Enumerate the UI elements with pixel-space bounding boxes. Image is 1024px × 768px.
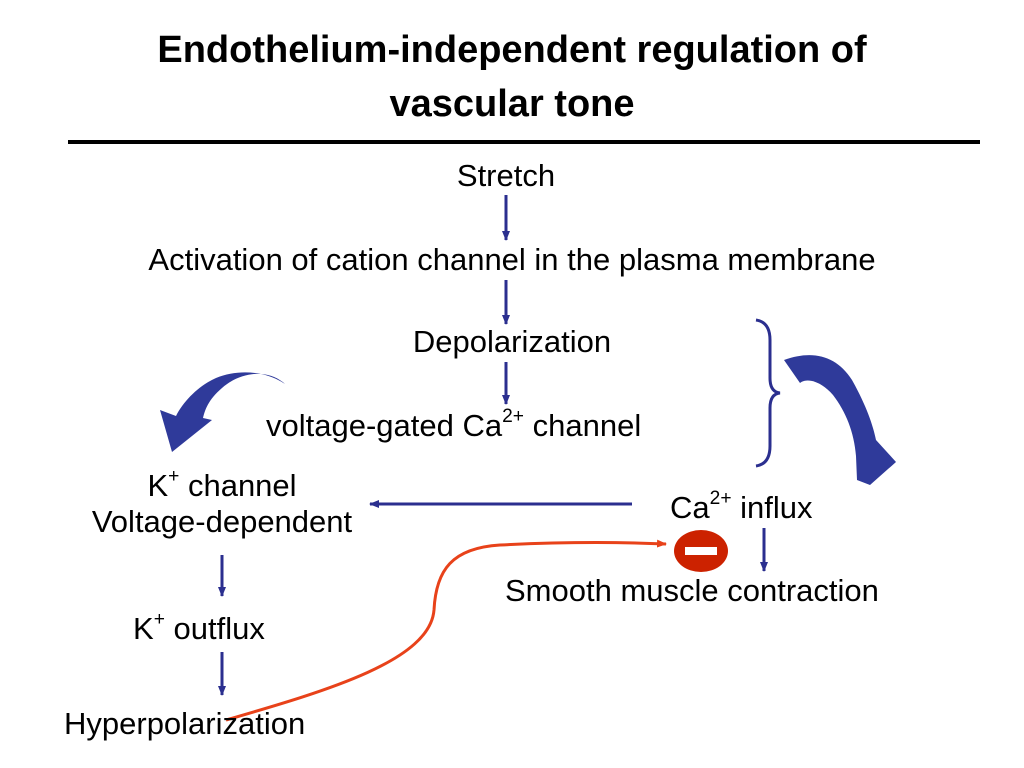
k-outflux-superscript: + <box>153 608 165 630</box>
k-channel-superscript: + <box>168 465 180 487</box>
node-k-outflux: K+ outflux <box>133 608 265 647</box>
k-channel-line-2: Voltage-dependent <box>91 504 353 539</box>
node-depolarization: Depolarization <box>412 324 612 359</box>
node-activation: Activation of cation channel in the plas… <box>148 242 876 277</box>
vgcc-label-after: channel <box>524 408 642 443</box>
inhibition-line <box>225 539 667 722</box>
node-smooth-muscle-contraction: Smooth muscle contraction <box>505 573 879 608</box>
node-k-channel: K+ channel Voltage-dependent <box>40 465 404 540</box>
k-channel-suffix: channel <box>179 468 297 503</box>
k-channel-prefix: K <box>147 468 169 503</box>
k-channel-line-1: K+ channel <box>40 465 404 504</box>
ca-influx-superscript: 2+ <box>709 487 732 509</box>
k-outflux-suffix: outflux <box>164 611 265 646</box>
title-divider <box>68 140 980 144</box>
ca-influx-suffix: influx <box>731 490 813 525</box>
node-stretch: Stretch <box>456 158 556 193</box>
ca-influx-prefix: Ca <box>670 490 710 525</box>
node-voltage-gated-ca-channel: voltage-gated Ca2+ channel <box>266 405 642 444</box>
curly-brace <box>755 318 781 468</box>
page-title-line-2: vascular tone <box>389 83 635 125</box>
curved-arrow-left <box>160 372 285 452</box>
vgcc-label-before: voltage-gated Ca <box>266 408 503 443</box>
k-outflux-prefix: K <box>133 611 154 646</box>
curved-arrow-right <box>784 355 896 485</box>
node-ca-influx: Ca2+ influx <box>670 487 813 526</box>
vgcc-superscript: 2+ <box>502 405 525 427</box>
page-title-line-1: Endothelium-independent regulation of <box>157 29 867 71</box>
minus-icon <box>674 530 728 572</box>
node-hyperpolarization: Hyperpolarization <box>64 706 306 741</box>
